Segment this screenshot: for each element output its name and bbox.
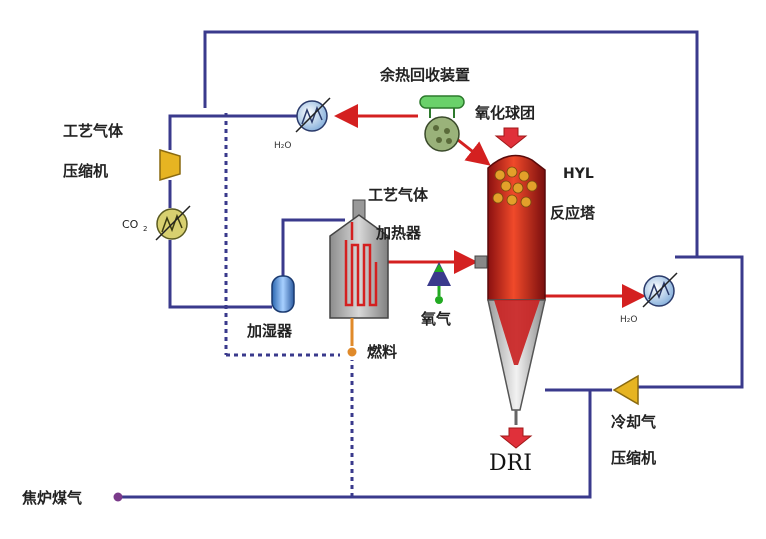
label-heater-1: 工艺气体 bbox=[368, 186, 429, 204]
label-co2-subscript: 2 bbox=[143, 225, 147, 233]
pellet-feed-arrow-icon bbox=[494, 127, 528, 149]
label-process-gas-compressor-1: 工艺气体 bbox=[63, 122, 124, 140]
co2-scrubber-icon bbox=[155, 205, 191, 241]
shaft-reactor-icon bbox=[474, 154, 546, 425]
humidifier-tank-icon bbox=[271, 275, 295, 313]
fuel-feed-icon bbox=[347, 318, 357, 357]
oxygen-feed-icon bbox=[427, 262, 451, 304]
dri-output-arrow-icon bbox=[499, 427, 533, 449]
heat-exchanger-icon bbox=[295, 97, 331, 133]
waste-heat-unit-icon bbox=[419, 95, 465, 152]
label-waste-heat-recovery: 余热回收装置 bbox=[379, 66, 470, 84]
coke-oven-gas-source-icon bbox=[113, 492, 123, 502]
label-co2: CO bbox=[122, 218, 139, 231]
label-heater-2: 加热器 bbox=[375, 224, 422, 242]
label-oxidized-pellets: 氧化球团 bbox=[474, 104, 535, 122]
heater-icon bbox=[329, 199, 389, 319]
compressor-icon bbox=[159, 148, 181, 182]
label-process-gas-compressor-2: 压缩机 bbox=[63, 162, 108, 180]
label-cooling-gas-compressor-2: 压缩机 bbox=[611, 449, 656, 467]
blue-pipes bbox=[120, 30, 744, 499]
red-pipes bbox=[334, 104, 646, 308]
label-reactor: 反应塔 bbox=[550, 204, 596, 222]
compressor-icon bbox=[612, 374, 639, 406]
label-fuel: 燃料 bbox=[367, 343, 397, 361]
label-cooling-gas-compressor-1: 冷却气 bbox=[611, 413, 656, 431]
label-hyl: HYL bbox=[563, 166, 594, 182]
label-dri: DRI bbox=[489, 451, 532, 476]
label-h2o-right: H₂O bbox=[620, 315, 637, 325]
dotted-pipes bbox=[224, 113, 354, 497]
label-h2o-top: H₂O bbox=[274, 141, 291, 151]
label-oxygen: 氧气 bbox=[420, 310, 451, 328]
heat-exchanger-icon bbox=[642, 272, 678, 308]
label-humidifier: 加湿器 bbox=[246, 322, 293, 340]
label-coke-oven-gas: 焦炉煤气 bbox=[21, 489, 82, 507]
